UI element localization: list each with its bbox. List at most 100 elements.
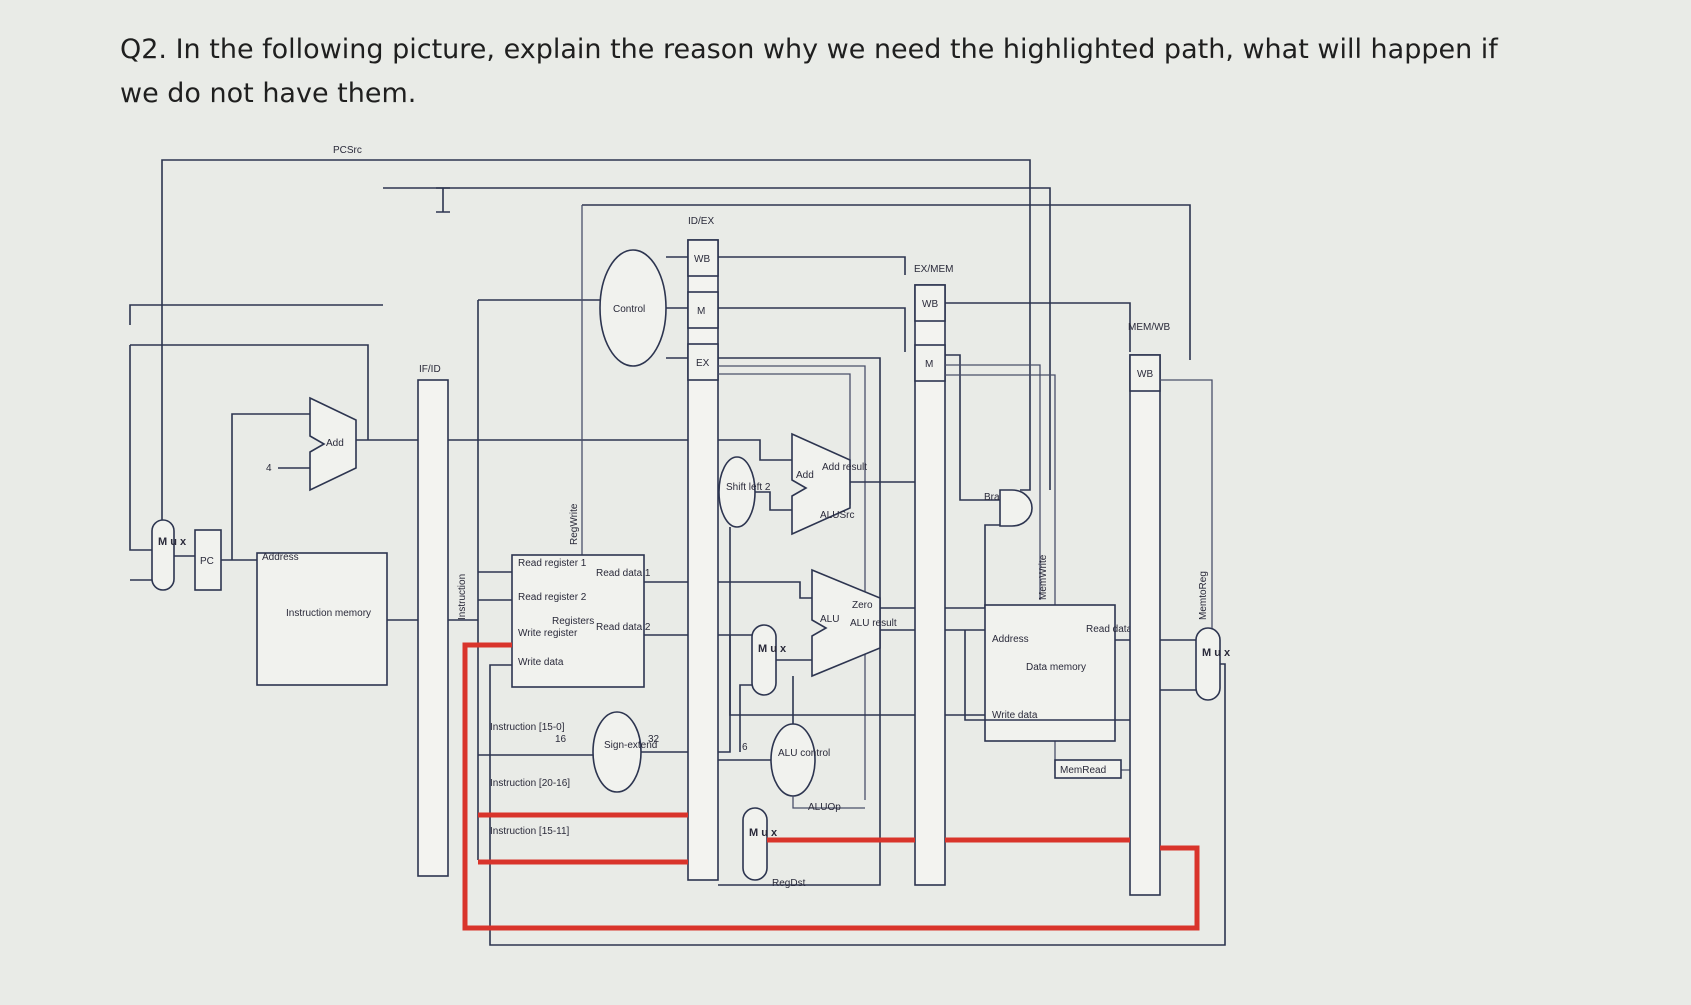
pcsrc-label: PCSrc xyxy=(333,145,362,156)
rd1-label: Read data 1 xyxy=(596,568,651,579)
text-cursor-icon xyxy=(436,187,450,213)
writeback-data-wire xyxy=(489,663,1226,946)
regdst-label: RegDst xyxy=(772,878,806,889)
memwrite-wire xyxy=(945,364,1041,600)
pc-register: PC xyxy=(194,529,222,591)
aluop-wire xyxy=(718,365,866,800)
writeback-top-wire xyxy=(582,204,1191,360)
alusrc-mux-label: M u x xyxy=(758,643,787,655)
rr1-label: Read register 1 xyxy=(518,558,587,569)
memread-box: MemRead xyxy=(1054,759,1122,779)
memwrite-label: MemWrite xyxy=(1038,554,1049,600)
instr-15-0-label: Instruction [15-0] xyxy=(490,722,565,733)
aluop-to-alu-control xyxy=(792,796,865,809)
alu-label: ALU xyxy=(820,614,839,625)
pcsrc-feedback-wire xyxy=(161,159,1031,520)
imem-label: Instruction memory xyxy=(286,608,371,619)
zero-to-and xyxy=(945,524,1000,609)
rd1-to-alu xyxy=(718,581,812,599)
memread-label: MemRead xyxy=(1060,765,1106,776)
instruction-vertical-label: Instruction xyxy=(457,574,468,620)
idex-m-label: M xyxy=(697,306,705,317)
regdst-mux: M u x xyxy=(742,807,778,881)
alu-control-unit: ALU control xyxy=(770,723,830,797)
mem-wb-register: MEM/WB WB xyxy=(1128,322,1171,896)
pc-mux: M u x xyxy=(151,519,187,591)
six-label: 6 xyxy=(742,742,748,753)
adder-to-mux xyxy=(130,344,369,440)
write-data-wire xyxy=(489,664,512,910)
control-label: Control xyxy=(613,304,645,315)
exmem-m-label: M xyxy=(925,359,933,370)
highlighted-write-register-path xyxy=(462,642,1200,931)
pc4-to-branch-adder xyxy=(718,439,792,461)
dmem-label: Data memory xyxy=(1026,662,1086,673)
if-id-register: IF/ID xyxy=(417,364,449,877)
register-file: Read register 1 Read register 2 Write re… xyxy=(511,554,651,688)
alu-control-label: ALU control xyxy=(778,748,830,759)
ex-mem-label: EX/MEM xyxy=(914,264,953,275)
pc-to-adder xyxy=(231,413,310,560)
sixteen-label: 16 xyxy=(555,734,567,745)
exmem-wb-label: WB xyxy=(922,299,938,310)
sign-extend-label: Sign-extend xyxy=(604,740,657,751)
dmem-write-data-label: Write data xyxy=(992,710,1038,721)
id-ex-label: ID/EX xyxy=(688,216,714,227)
four-label: 4 xyxy=(266,463,272,474)
regwrite-label: RegWrite xyxy=(569,503,580,545)
instr-20-16-label: Instruction [20-16] xyxy=(490,778,570,789)
wb-to-exmem xyxy=(718,256,906,275)
pc-adder: Add xyxy=(309,396,357,492)
rd2-label: Read data 2 xyxy=(596,622,651,633)
pc-adder-label: Add xyxy=(326,438,344,449)
rd2-to-writedata xyxy=(729,635,915,716)
memtoreg-mux: M u x xyxy=(1195,627,1231,701)
instr-15-11-label: Instruction [15-11] xyxy=(490,826,570,837)
pc-label: PC xyxy=(200,556,214,567)
registers-label: Registers xyxy=(552,616,594,627)
wr-label: Write register xyxy=(518,628,578,639)
alu-result-bypass xyxy=(964,630,1150,721)
imem-address-label: Address xyxy=(262,552,299,563)
aluop-label: ALUOp xyxy=(808,802,841,813)
memwb-wb-label: WB xyxy=(1137,369,1153,380)
id-ex-register: ID/EX WB M EX xyxy=(687,216,719,881)
mem-wb-label: MEM/WB xyxy=(1128,322,1171,333)
signext-to-shift xyxy=(718,527,731,753)
branch-adder-result-label: Add result xyxy=(822,462,867,473)
zero-label: Zero xyxy=(852,600,873,611)
idex-ex-label: EX xyxy=(696,358,710,369)
dmem-read-data-label: Read data xyxy=(1086,624,1133,635)
m-to-exmem xyxy=(718,307,906,352)
imm-to-alusrc-mux xyxy=(739,684,752,752)
thirtytwo-label: 32 xyxy=(648,734,660,745)
control-unit: Control xyxy=(599,249,667,367)
wb-to-memwb xyxy=(945,302,1131,352)
branch-target-wire xyxy=(129,187,1051,490)
shift-left-2-label: Shift left 2 xyxy=(726,482,771,493)
memtoreg-mux-label: M u x xyxy=(1202,647,1231,659)
memtoreg-label: MemtoReg xyxy=(1198,571,1209,620)
ex-mem-register: EX/MEM WB M xyxy=(914,264,953,886)
memtoreg-wire xyxy=(1160,379,1213,628)
branch-and-gate xyxy=(999,489,1033,527)
branch-adder-add-label: Add xyxy=(796,470,814,481)
shift-to-branch-adder xyxy=(755,491,792,511)
pc-mux-label: M u x xyxy=(158,536,187,548)
alusrc-label: ALUSrc xyxy=(820,510,854,521)
rr2-label: Read register 2 xyxy=(518,592,587,603)
data-memory: Address Read data Data memory Write data xyxy=(984,604,1133,742)
branch-adder: Add Add result xyxy=(791,432,867,536)
branch-control-to-and xyxy=(945,354,1000,501)
regdst-mux-label: M u x xyxy=(749,827,778,839)
alu-result-label: ALU result xyxy=(850,618,897,629)
idex-wb-label: WB xyxy=(694,254,710,265)
if-id-label: IF/ID xyxy=(419,364,441,375)
alu-unit: ALU Zero ALU result xyxy=(811,568,897,678)
wd-label: Write data xyxy=(518,657,564,668)
alusrc-mux: M u x xyxy=(751,624,787,696)
pc-plus4-to-mux xyxy=(129,345,152,551)
question-text: Q2. In the following picture, explain th… xyxy=(120,34,1498,109)
